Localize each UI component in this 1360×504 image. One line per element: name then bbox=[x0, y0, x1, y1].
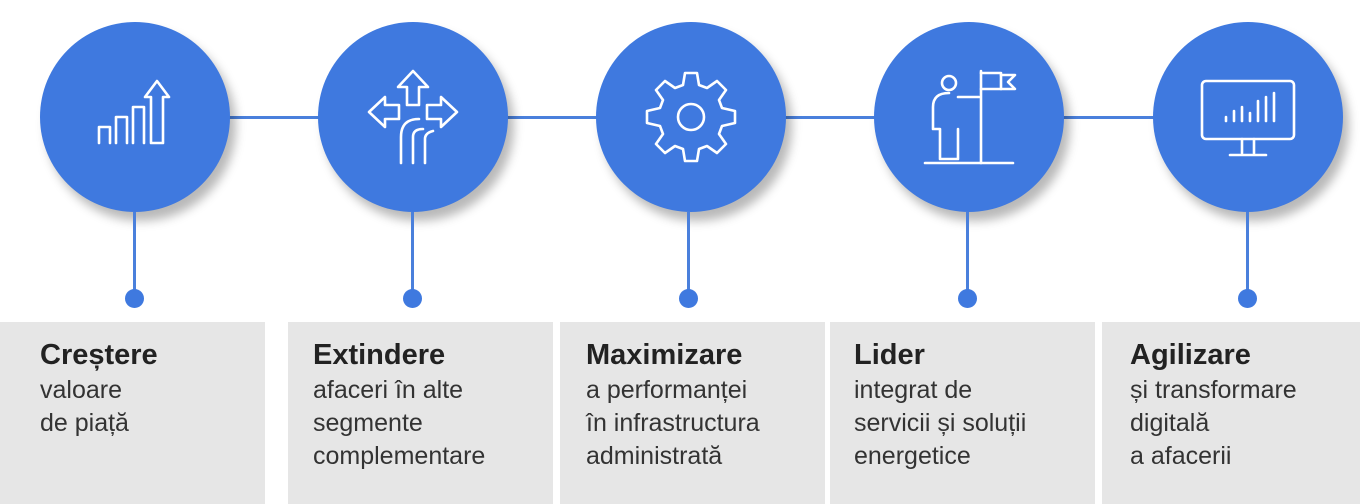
step-dot bbox=[958, 289, 977, 308]
step-title: Agilizare bbox=[1130, 339, 1251, 371]
growth-chart-icon bbox=[97, 79, 171, 145]
step-text-line: segmente bbox=[313, 409, 423, 437]
step-maximizare: Maximizare a performanței în infrastruct… bbox=[556, 0, 825, 504]
step-dot bbox=[403, 289, 422, 308]
step-card: Extindere afaceri în alte segmente compl… bbox=[288, 322, 553, 504]
step-text-line: servicii și soluții bbox=[854, 409, 1027, 437]
step-title: Lider bbox=[854, 339, 925, 371]
step-text-line: afaceri în alte bbox=[313, 376, 464, 404]
step-circle bbox=[596, 22, 786, 212]
step-connector bbox=[411, 212, 414, 299]
monitor-chart-icon bbox=[1200, 79, 1296, 157]
step-card: Maximizare a performanței în infrastruct… bbox=[560, 322, 825, 504]
step-crestere: Creștere valoare de piață bbox=[0, 0, 265, 504]
step-title: Extindere bbox=[313, 339, 446, 371]
step-extindere: Extindere afaceri în alte segmente compl… bbox=[278, 0, 553, 504]
step-circle bbox=[1153, 22, 1343, 212]
step-card: Lider integrat de servicii și soluții en… bbox=[830, 322, 1095, 504]
step-connector bbox=[687, 212, 690, 299]
step-text-line: complementare bbox=[313, 442, 486, 470]
step-text-line: administrată bbox=[586, 442, 723, 470]
step-connector bbox=[1246, 212, 1249, 299]
step-card: Creștere valoare de piață bbox=[0, 322, 265, 504]
step-dot bbox=[125, 289, 144, 308]
step-connector bbox=[966, 212, 969, 299]
step-text-line: energetice bbox=[854, 442, 971, 470]
step-agilizare: Agilizare și transformare digitală a afa… bbox=[1095, 0, 1360, 504]
step-lider: Lider integrat de servicii și soluții en… bbox=[830, 0, 1099, 504]
step-title: Maximizare bbox=[586, 339, 743, 371]
step-circle bbox=[874, 22, 1064, 212]
step-text-line: digitală bbox=[1130, 409, 1210, 437]
step-title: Creștere bbox=[40, 339, 158, 371]
step-circle bbox=[40, 22, 230, 212]
step-text-line: în infrastructura bbox=[586, 409, 760, 437]
step-text-line: valoare bbox=[40, 376, 122, 404]
step-connector bbox=[133, 212, 136, 299]
direction-arrows-icon bbox=[367, 69, 459, 165]
step-dot bbox=[679, 289, 698, 308]
leader-flag-icon bbox=[923, 69, 1017, 165]
step-text-line: a performanței bbox=[586, 376, 748, 404]
step-text-line: de piață bbox=[40, 409, 129, 437]
step-card: Agilizare și transformare digitală a afa… bbox=[1102, 322, 1360, 504]
step-text-line: a afacerii bbox=[1130, 442, 1232, 470]
gear-icon bbox=[645, 71, 737, 163]
step-circle bbox=[318, 22, 508, 212]
step-text-line: integrat de bbox=[854, 376, 973, 404]
step-dot bbox=[1238, 289, 1257, 308]
step-text-line: și transformare bbox=[1130, 376, 1297, 404]
